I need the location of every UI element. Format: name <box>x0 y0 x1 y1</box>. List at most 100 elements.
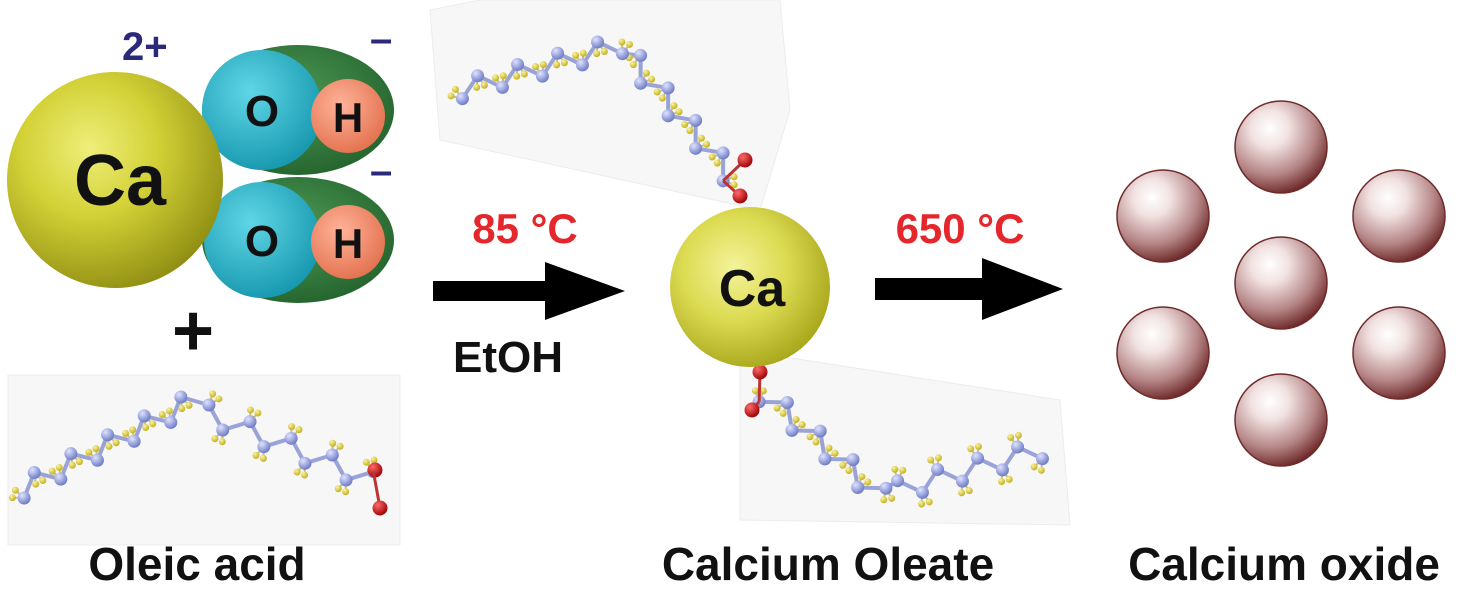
hydrogen-atom <box>812 438 820 446</box>
hydrogen-atom <box>858 473 866 481</box>
hydrogen-atom <box>730 181 738 189</box>
arrow-step1 <box>433 262 625 320</box>
carbon-atom <box>995 463 1009 477</box>
hydrogen-atom <box>1005 475 1013 483</box>
hydrogen-atom <box>618 38 626 46</box>
carbon-atom <box>971 451 985 465</box>
carbon-atom <box>243 415 257 429</box>
carbon-atom <box>1011 440 1025 454</box>
carbon-atom <box>471 69 485 83</box>
hydroxide-charge-1: – <box>370 17 392 61</box>
carbon-atom <box>90 453 104 467</box>
hydrogen-atom <box>532 63 540 71</box>
hydrogen-atom <box>918 500 926 508</box>
oxygen-atom <box>732 188 748 204</box>
carbon-atom <box>216 423 230 437</box>
carbon-atom <box>661 109 675 123</box>
carbon-atom <box>931 462 945 476</box>
hydrogen-atom <box>209 390 217 398</box>
hydrogen-atom <box>451 85 459 93</box>
hydrogen-atom <box>158 410 166 418</box>
hydrogen-atom-2 <box>311 205 385 279</box>
cao-particle <box>1234 100 1328 194</box>
hydrogen-atom <box>218 438 226 446</box>
hydrogen-atom <box>293 468 301 476</box>
hydrogen-atom <box>362 458 370 466</box>
hydrogen-atom <box>670 102 678 110</box>
hydrogen-atom <box>11 486 19 494</box>
caption-calcium-oxide: Calcium oxide <box>1128 538 1440 590</box>
hydrogen-atom <box>48 467 56 475</box>
hydrogen-atom <box>75 458 83 466</box>
hydrogen-atom <box>974 443 982 451</box>
step1-solvent: EtOH <box>453 333 563 382</box>
carbon-atom <box>27 466 41 480</box>
hydrogen-atom <box>178 405 186 413</box>
hydrogen-atom <box>934 454 942 462</box>
carbon-atom <box>915 485 929 499</box>
oleate-chain-top <box>447 35 753 204</box>
hydrogen-atom <box>759 387 767 395</box>
oxygen-atom <box>737 152 753 168</box>
carbon-atom <box>591 35 605 49</box>
carbon-atom <box>164 415 178 429</box>
hydrogen-atom <box>845 467 853 475</box>
hydrogen-atom <box>572 51 580 59</box>
carbon-atom <box>661 81 675 95</box>
arrow-step2 <box>875 258 1063 320</box>
hydrogen-atom <box>342 488 350 496</box>
carbon-atom <box>54 472 68 486</box>
oxygen-label-2: O <box>245 217 279 266</box>
hydrogen-atom <box>831 449 839 457</box>
hydrogen-atom <box>122 429 130 437</box>
hydrogen-atom <box>68 461 76 469</box>
hydrogen-atom <box>880 496 888 504</box>
carbon-atom <box>634 48 648 62</box>
hydrogen-atom <box>864 478 872 486</box>
carbon-atom <box>495 80 509 94</box>
hydrogen-atom <box>185 401 193 409</box>
hydrogen-atom <box>825 444 833 452</box>
carbon-atom <box>846 453 860 467</box>
hydrogen-atom <box>713 159 721 167</box>
hydrogen-atom <box>648 75 656 83</box>
oxygen-atom <box>372 500 388 516</box>
calcium-label: Ca <box>74 141 167 221</box>
hydrogen-atom <box>513 72 521 80</box>
oleic-acid-molecule <box>8 390 388 516</box>
hydrogen-atom <box>254 409 262 417</box>
hydrogen-atom <box>370 456 378 464</box>
carbon-atom <box>174 390 188 404</box>
hydrogen-atom <box>85 448 93 456</box>
carbon-atom <box>101 428 115 442</box>
calcium-oleate-center <box>670 207 830 367</box>
carbon-atom <box>1035 452 1049 466</box>
hydrogen-atom <box>553 61 561 69</box>
carbon-atom <box>615 47 629 61</box>
hydrogen-atom <box>593 50 601 58</box>
carbon-atom <box>891 474 905 488</box>
caption-oleic-acid: Oleic acid <box>88 538 305 590</box>
carbon-atom <box>298 456 312 470</box>
hydrogen-atom <box>520 70 528 78</box>
carbon-atom <box>551 46 565 60</box>
hydrogen-atom <box>105 442 113 450</box>
hydrogen-atom <box>686 127 694 135</box>
hydrogen-atom <box>473 83 481 91</box>
hydrogen-atom <box>259 454 267 462</box>
carbon-atom <box>851 481 865 495</box>
hydrogen-atom <box>967 445 975 453</box>
oxygen-atom-1 <box>202 50 322 170</box>
oleate-chain-bottom <box>744 364 1049 508</box>
hydrogen-atom <box>899 466 907 474</box>
oxygen-atom <box>752 364 768 380</box>
carbon-atom <box>257 440 271 454</box>
hydrogen-atom <box>215 395 223 403</box>
hydrogen-atom <box>1030 463 1038 471</box>
step2-temperature: 650 °C <box>896 205 1025 252</box>
hydrogen-atom <box>888 494 896 502</box>
hydrogen-atom <box>697 134 705 142</box>
carbon-atom <box>879 481 893 495</box>
carbon-atom <box>575 58 589 72</box>
